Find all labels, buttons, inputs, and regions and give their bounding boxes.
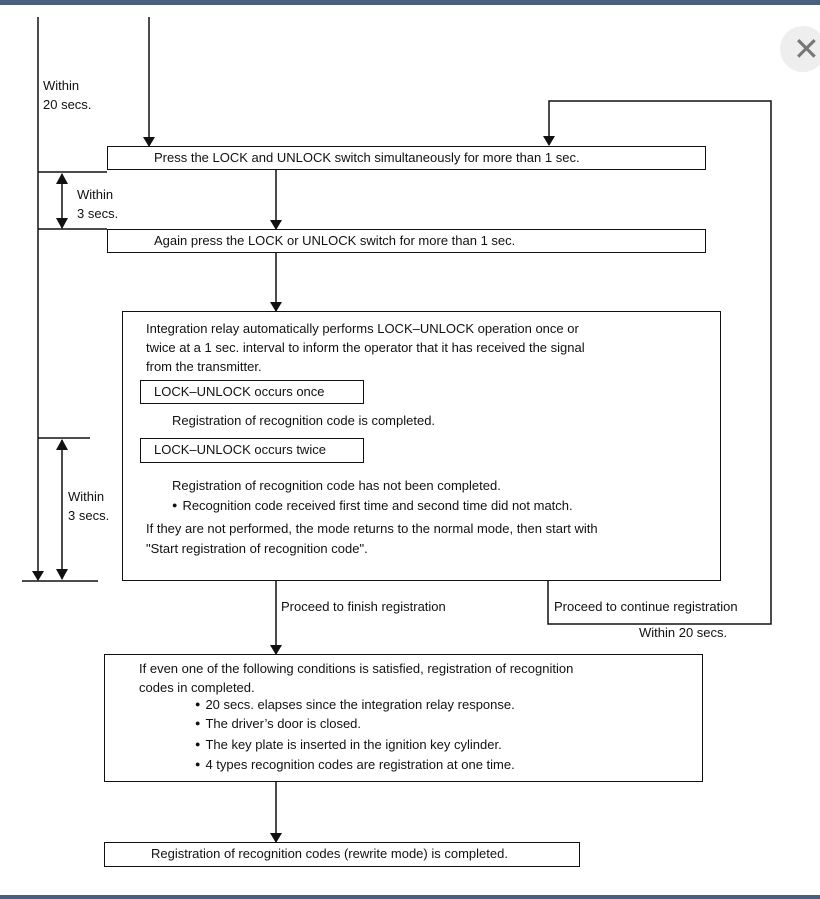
within-3-secs-upper-label: Within 3 secs. [77, 187, 119, 221]
window-top-bar [0, 0, 820, 5]
twice-bullet: Recognition code received first time and… [172, 498, 572, 515]
condition-item: 20 secs. elapses since the integration r… [195, 697, 514, 714]
finish-registration-label: Proceed to finish registration [281, 599, 446, 614]
twice-result: Registration of recognition code has not… [172, 478, 501, 493]
step2-text: Again press the LOCK or UNLOCK switch fo… [154, 233, 516, 248]
conditions-box: If even one of the following conditions … [104, 654, 703, 782]
loop-back-arrow [543, 100, 772, 625]
condition-item: The driver’s door is closed. [195, 716, 361, 733]
continue-registration-label: Proceed to continue registration [554, 599, 738, 614]
condition-item: 4 types recognition codes are registrati… [195, 757, 514, 774]
step1-text: Press the LOCK and UNLOCK switch simulta… [154, 150, 580, 165]
conditions-intro: If even one of the following conditions … [139, 661, 574, 695]
condition-item: The key plate is inserted in the ignitio… [195, 737, 501, 754]
close-icon: ✕ [793, 30, 820, 68]
window-bottom-bar [0, 895, 820, 899]
close-button[interactable]: ✕ [780, 26, 820, 72]
relay-intro-text: Integration relay automatically performs… [146, 321, 585, 374]
final-text: Registration of recognition codes (rewri… [151, 846, 508, 861]
final-box: Registration of recognition codes (rewri… [104, 842, 580, 867]
once-label: LOCK–UNLOCK occurs once [154, 384, 325, 399]
within-3-secs-lower-label: Within 3 secs. [68, 489, 110, 523]
twice-label-box: LOCK–UNLOCK occurs twice [140, 438, 364, 463]
step2-box: Again press the LOCK or UNLOCK switch fo… [107, 229, 706, 253]
twice-label: LOCK–UNLOCK occurs twice [154, 442, 326, 457]
within-20-secs-loop-label: Within 20 secs. [639, 625, 728, 640]
once-result: Registration of recognition code is comp… [172, 413, 436, 428]
relay-response-box: Integration relay automatically performs… [122, 311, 721, 581]
within-20-secs-label: Within 20 secs. [43, 78, 92, 112]
once-label-box: LOCK–UNLOCK occurs once [140, 380, 364, 404]
not-performed-text: If they are not performed, the mode retu… [146, 521, 598, 556]
step1-box: Press the LOCK and UNLOCK switch simulta… [107, 146, 706, 170]
